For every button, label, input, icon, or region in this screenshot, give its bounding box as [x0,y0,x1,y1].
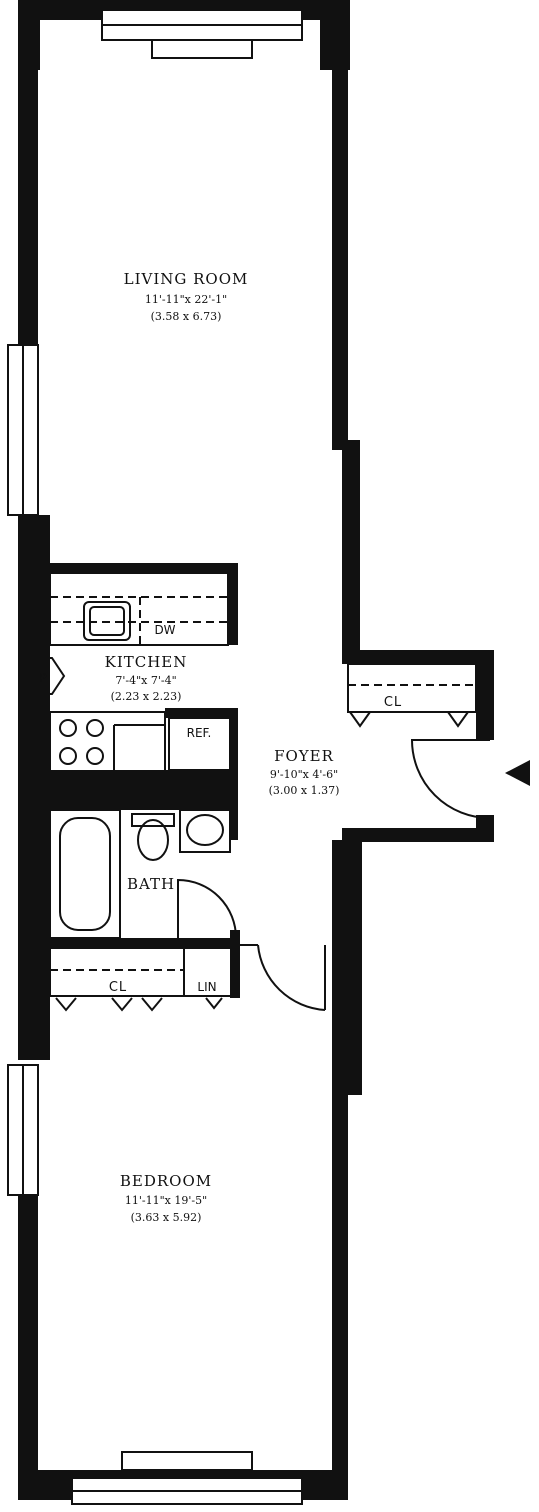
bath-label: BATH [127,875,175,893]
pantry-label: P [39,671,46,685]
kitchen-name: KITCHEN [105,653,188,671]
foyer-name: FOYER [274,747,334,765]
bedroom-metric: (3.63 x 5.92) [131,1211,202,1224]
bedroom-closets: CL LIN [38,930,326,1012]
bedroom-closet-label: CL [109,980,127,995]
room-labels: LIVING ROOM 11'-11"x 22'-1" (3.58 x 6.73… [105,270,340,1224]
kitchen-metric: (2.23 x 2.23) [111,690,182,703]
bedroom-dimensions: 11'-11"x 19'-5" [125,1194,207,1207]
kitchen-area: DW P REF. [31,563,238,800]
bath-area: BATH [38,800,238,939]
living-room-dimensions: 11'-11"x 22'-1" [145,293,227,306]
linen-closet-label: LIN [197,980,216,994]
dishwasher-label: DW [154,623,175,637]
living-room-metric: (3.58 x 6.73) [151,310,222,323]
entry-arrow-icon [505,760,530,786]
entry-door [410,739,491,819]
kitchen-dimensions: 7'-4"x 7'-4" [115,674,176,687]
refrigerator-label: REF. [187,726,212,740]
windows [7,9,303,1505]
foyer-metric: (3.00 x 1.37) [269,784,340,797]
living-room-name: LIVING ROOM [124,270,249,288]
foyer-closet-label: CL [384,695,402,710]
foyer-closet: CL [347,663,477,728]
bedroom-name: BEDROOM [120,1172,212,1190]
foyer-dimensions: 9'-10"x 4'-6" [270,768,338,781]
